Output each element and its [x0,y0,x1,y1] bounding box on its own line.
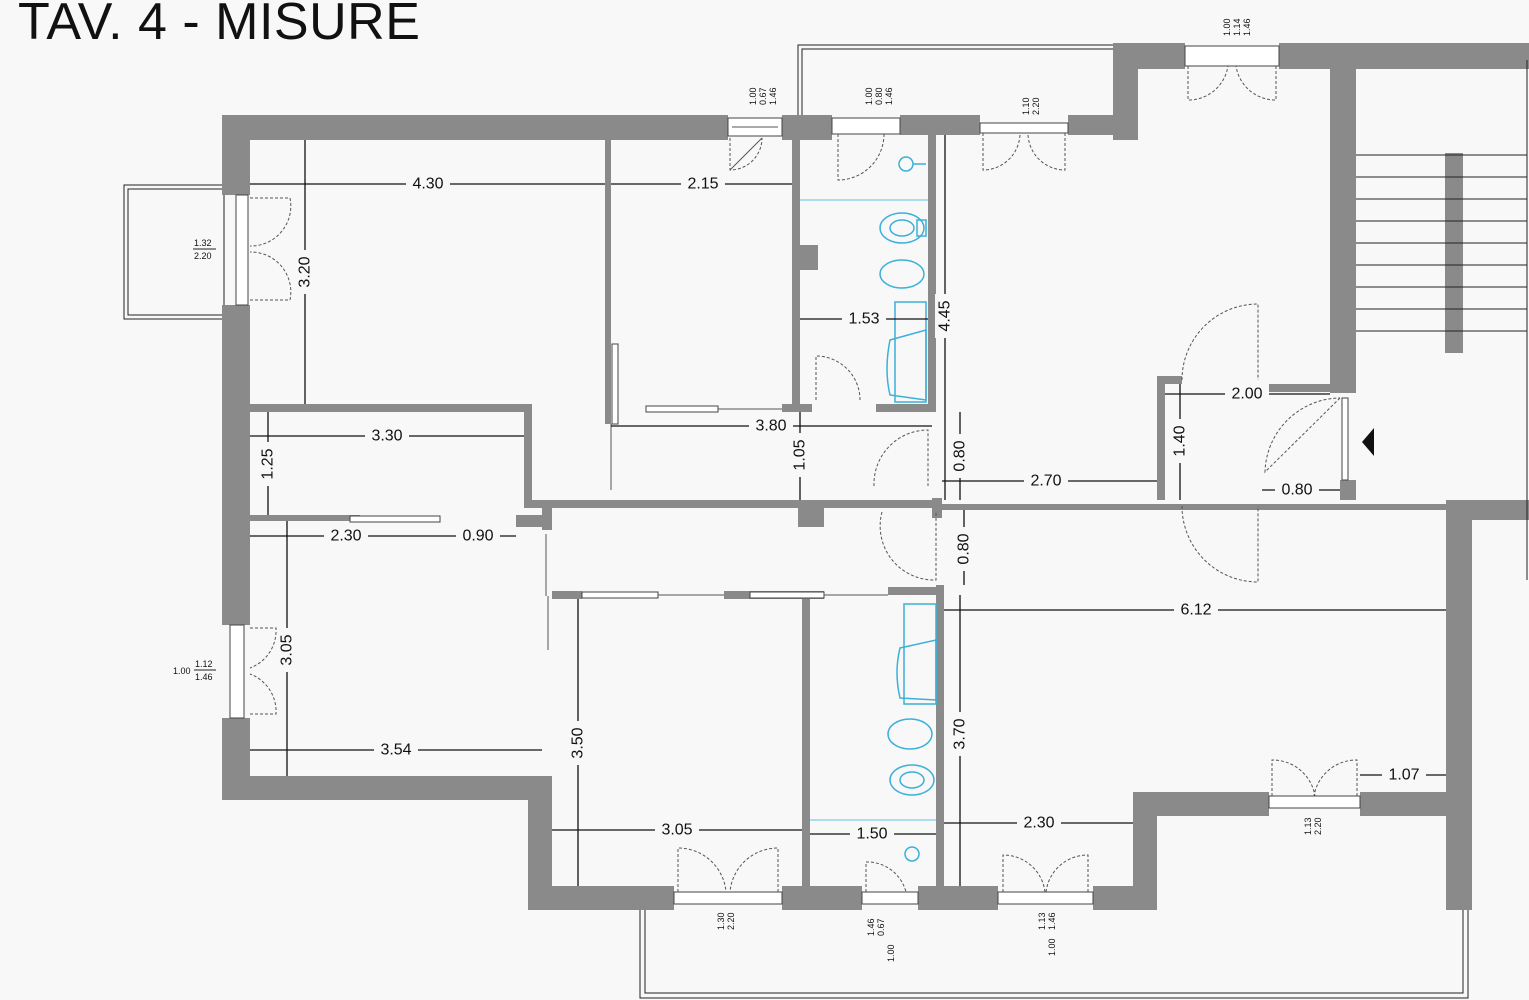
staircase [1356,60,1528,580]
dimension-label: 6.12 [1174,600,1218,620]
dimension-label: 1.07 [1382,765,1426,785]
svg-text:0.80: 0.80 [956,533,973,564]
dimension-label: 3.05 [277,628,297,672]
svg-text:1.05: 1.05 [792,439,809,470]
svg-text:1.53: 1.53 [848,311,879,328]
openings-graphics [229,45,1361,905]
dimension-label: 0.90 [456,526,500,546]
svg-text:4.45: 4.45 [937,300,954,331]
dimension-label: 2.30 [324,526,368,546]
svg-text:3.05: 3.05 [661,822,692,839]
dimension-label: 1.53 [842,309,886,329]
terrace-bottom [639,910,1469,999]
dimension-label: 4.30 [406,174,450,194]
svg-text:0.80: 0.80 [952,440,969,471]
opening-label: 1.000.671.46 [748,87,778,105]
dimension-label: 3.54 [374,740,418,760]
dimension-label: 1.40 [1170,419,1190,463]
svg-text:0.80: 0.80 [1281,482,1312,499]
dimension-label: 0.80 [954,527,974,571]
dimension-lines [250,135,1446,886]
svg-text:3.50: 3.50 [570,727,587,758]
top-outline [797,44,1118,115]
dimension-labels: 4.30 2.15 3.20 1.53 4.45 3.30 3.80 1.25 [258,174,1426,844]
opening-label: 2.20 [194,251,212,261]
dimension-label: 1.05 [790,433,810,477]
svg-text:3.80: 3.80 [755,418,786,435]
opening-label: 1.001.141.46 [1222,18,1252,36]
svg-text:1.40: 1.40 [1172,425,1189,456]
dimension-label: 3.50 [568,721,588,765]
opening-label: 1.12 [195,659,213,669]
svg-text:0.90: 0.90 [462,528,493,545]
opening-label: 1.131.461.00 [1037,912,1057,956]
svg-text:2.30: 2.30 [330,528,361,545]
dimension-label: 3.80 [749,416,793,436]
opening-label: 1.132.20 [1303,817,1323,835]
opening-label: 1.302.20 [716,912,736,930]
svg-text:4.30: 4.30 [412,176,443,193]
dimension-label: 2.00 [1225,384,1269,404]
dimension-label: 3.05 [655,820,699,840]
dimension-label: 1.25 [258,442,278,486]
walls [222,43,1529,910]
entrance-arrow-icon [1362,428,1374,456]
svg-text:6.12: 6.12 [1180,602,1211,619]
opening-label: 1.102.20 [1021,97,1041,115]
svg-text:3.70: 3.70 [952,718,969,749]
opening-label: 1.32 [194,238,212,248]
dimension-label: 0.80 [1275,480,1319,500]
svg-text:3.54: 3.54 [380,742,411,759]
balcony-left [123,184,225,320]
opening-label: 1.46 [195,672,213,682]
dimension-label: 4.45 [935,294,955,338]
dimension-label: 3.20 [295,250,315,294]
dimension-label: 2.70 [1024,471,1068,491]
svg-text:2.70: 2.70 [1030,473,1061,490]
plan-title: TAV. 4 - MISURE [18,0,421,51]
svg-text:3.05: 3.05 [279,634,296,665]
dimension-label: 1.50 [850,824,894,844]
bathroom-fixtures [800,156,937,862]
svg-text:2.15: 2.15 [687,176,718,193]
dimension-label: 3.70 [950,712,970,756]
svg-text:1.50: 1.50 [856,826,887,843]
svg-text:2.30: 2.30 [1023,815,1054,832]
svg-text:3.20: 3.20 [297,256,314,287]
opening-label: 0.671.461.00 [866,918,896,962]
opening-labels: 1.000.671.46 1.000.801.46 1.102.20 1.001… [173,18,1323,962]
svg-text:2.00: 2.00 [1231,386,1262,403]
svg-text:3.30: 3.30 [371,428,402,445]
dimension-label: 0.80 [950,434,970,478]
svg-text:1.25: 1.25 [260,448,277,479]
opening-label: 1.00 [173,666,191,676]
dimension-label: 2.15 [681,174,725,194]
opening-label: 1.000.801.46 [864,87,894,105]
svg-text:1.07: 1.07 [1388,767,1419,784]
dimension-label: 3.30 [365,426,409,446]
dimension-label: 2.30 [1017,813,1061,833]
